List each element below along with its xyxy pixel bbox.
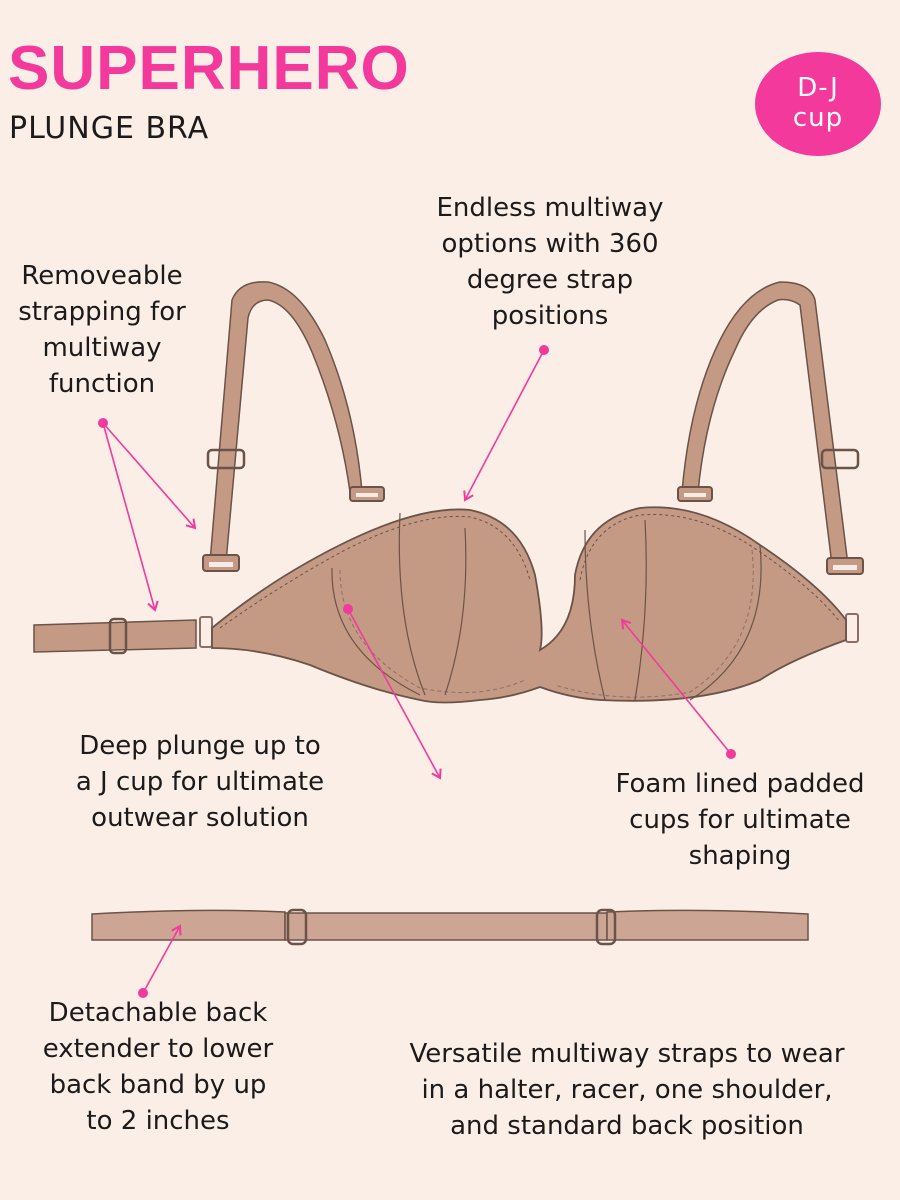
callout-line: Foam lined padded [615,769,865,799]
callout-line: in a halter, racer, one shoulder, [421,1075,833,1105]
callout-line: degree strap [466,265,634,295]
callout-multiway-options: Endless multiway options with 360 degree… [410,190,690,334]
callout-line: cups for ultimate [629,805,851,835]
bra-cups [211,506,847,704]
callout-line: outwear solution [91,803,309,833]
callout-line: positions [491,301,609,331]
callout-removable-straps: Removeable strapping for multiway functi… [0,258,204,402]
callout-line: and standard back position [450,1111,804,1141]
callout-line: Detachable back [48,998,268,1028]
callout-line: extender to lower [42,1034,274,1064]
right-shoulder-strap [677,281,864,575]
callout-line: Versatile multiway straps to wear [409,1039,845,1069]
left-shoulder-strap [202,281,385,572]
callout-line: multiway [42,333,162,363]
callout-line: a J cup for ultimate [75,767,325,797]
badge-cup-label: cup [792,103,844,133]
callout-line: strapping for [18,297,186,327]
right-hook [845,613,859,643]
product-subtitle: PLUNGE BRA [9,111,210,146]
callout-line: options with 360 [441,229,659,259]
callout-line: shaping [688,841,792,871]
callout-deep-plunge: Deep plunge up to a J cup for ultimate o… [40,728,360,836]
product-title: SUPERHERO [8,34,410,103]
cup-size-badge: D-J cup [755,52,881,156]
callout-back-extender: Detachable back extender to lower back b… [0,995,316,1139]
back-extender [91,908,809,946]
callout-line: function [48,369,156,399]
left-band-strap [33,616,213,655]
badge-cup-range: D-J [797,73,839,104]
callout-line: to 2 inches [86,1106,230,1136]
callout-line: Deep plunge up to [79,731,321,761]
callout-line: back band by up [49,1070,267,1100]
callout-versatile-straps: Versatile multiway straps to wear in a h… [362,1036,892,1144]
pointer-lines [98,345,736,998]
callout-foam-cups: Foam lined padded cups for ultimate shap… [580,766,900,874]
callout-line: Endless multiway [436,193,664,223]
callout-line: Removeable [21,261,183,291]
